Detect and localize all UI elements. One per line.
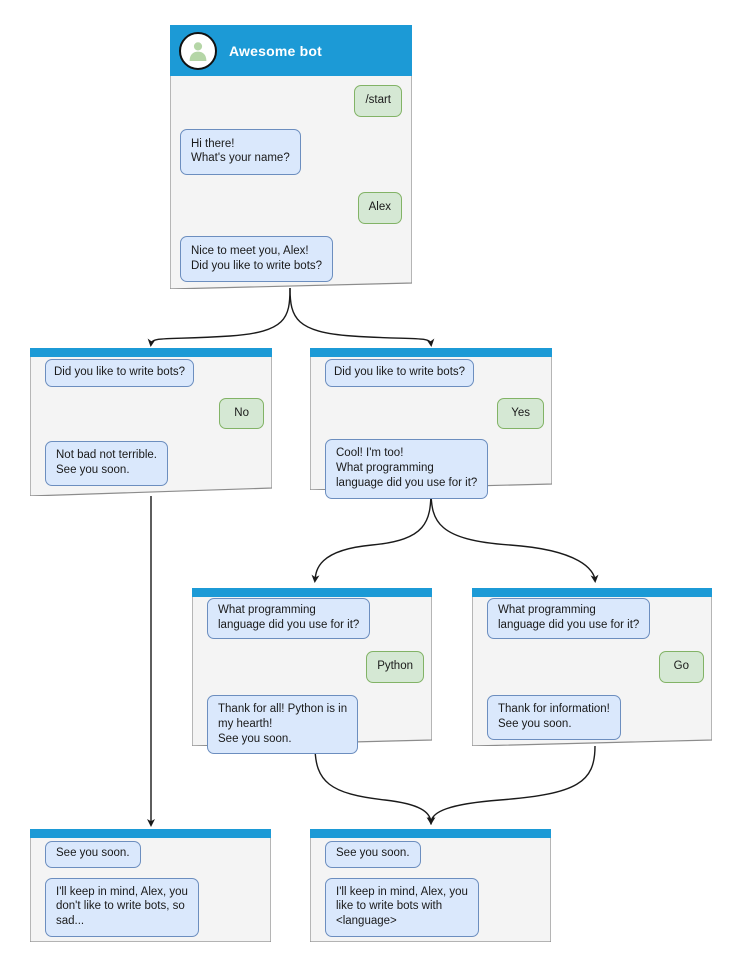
user-message-bubble: Python: [366, 651, 424, 684]
user-message-bubble: Alex: [357, 192, 402, 224]
node-end-sad[interactable]: See you soon. I'll keep in mind, Alex, y…: [30, 829, 271, 942]
no-branch-chat: Did you like to write bots? No Not bad n…: [30, 359, 272, 496]
node-end-sad-content: See you soon. I'll keep in mind, Alex, y…: [30, 829, 271, 942]
bot-title: Awesome bot: [229, 42, 322, 59]
message-row: Yes: [318, 397, 544, 430]
user-message-bubble: No: [219, 397, 264, 430]
message-row: Hi there! What's your name?: [180, 128, 402, 176]
message-row: Alex: [180, 192, 402, 224]
bot-message-bubble: What programming language did you use fo…: [207, 598, 371, 640]
node-header-strip: [472, 588, 712, 597]
bot-message-bubble: Did you like to write bots?: [325, 359, 475, 387]
edge-root-to-yes: [289, 287, 435, 347]
bot-message-bubble: See you soon.: [325, 841, 421, 868]
bot-message-bubble: Not bad not terrible. See you soon.: [45, 441, 169, 486]
user-message-bubble: Go: [658, 651, 704, 684]
bot-message-bubble: I'll keep in mind, Alex, you don't like …: [45, 877, 199, 937]
bot-message-bubble: Cool! I'm too! What programming language…: [325, 439, 489, 499]
end-sad-chat: See you soon. I'll keep in mind, Alex, y…: [30, 841, 271, 947]
node-end-happy-content: See you soon. I'll keep in mind, Alex, y…: [310, 829, 551, 942]
bot-message-bubble: Did you like to write bots?: [45, 359, 195, 387]
message-row: Thank for information! See you soon.: [480, 695, 704, 740]
message-row: Go: [480, 651, 704, 684]
node-go-branch[interactable]: What programming language did you use fo…: [472, 588, 712, 746]
node-yes-branch[interactable]: Did you like to write bots? Yes Cool! I'…: [310, 348, 552, 499]
node-no-branch-content: Did you like to write bots? No Not bad n…: [30, 348, 272, 496]
person-avatar-icon: [179, 31, 217, 70]
message-row: Did you like to write bots?: [318, 359, 544, 387]
node-go-branch-content: What programming language did you use fo…: [472, 588, 712, 746]
node-header-strip: [310, 348, 552, 357]
message-row: I'll keep in mind, Alex, you don't like …: [38, 877, 263, 937]
node-end-happy[interactable]: See you soon. I'll keep in mind, Alex, y…: [310, 829, 551, 942]
message-row: I'll keep in mind, Alex, you like to wri…: [318, 877, 543, 937]
message-row: Did you like to write bots?: [38, 359, 264, 387]
message-row: /start: [180, 85, 402, 117]
node-yes-branch-content: Did you like to write bots? Yes Cool! I'…: [310, 348, 552, 499]
bot-header-bar: Awesome bot: [170, 25, 412, 76]
bot-message-bubble: Thank for information! See you soon.: [487, 695, 621, 740]
message-row: Cool! I'm too! What programming language…: [318, 439, 544, 499]
message-row: No: [38, 397, 264, 430]
message-row: Not bad not terrible. See you soon.: [38, 441, 264, 486]
end-happy-chat: See you soon. I'll keep in mind, Alex, y…: [310, 841, 551, 947]
node-header-strip: [30, 829, 271, 838]
edge-go-to-end: [427, 745, 596, 825]
root-chat: /start Hi there! What's your name? Alex …: [170, 85, 412, 292]
message-row: See you soon.: [318, 841, 543, 868]
node-header-strip: [30, 348, 272, 357]
node-python-branch-content: What programming language did you use fo…: [192, 588, 432, 755]
bot-message-bubble: Hi there! What's your name?: [180, 128, 301, 176]
yes-branch-chat: Did you like to write bots? Yes Cool! I'…: [310, 359, 552, 509]
node-root-content: Awesome bot /start Hi there! What's your…: [170, 25, 412, 289]
python-branch-chat: What programming language did you use fo…: [192, 598, 432, 764]
message-row: Thank for all! Python is in my hearth! S…: [200, 695, 424, 755]
edge-root-to-no: [147, 287, 291, 347]
message-row: What programming language did you use fo…: [480, 598, 704, 640]
node-python-branch[interactable]: What programming language did you use fo…: [192, 588, 432, 755]
bot-message-bubble: What programming language did you use fo…: [487, 598, 651, 640]
node-root[interactable]: Awesome bot /start Hi there! What's your…: [170, 25, 412, 289]
user-message-bubble: Yes: [497, 397, 544, 430]
message-row: See you soon.: [38, 841, 263, 868]
node-header-strip: [192, 588, 432, 597]
message-row: Nice to meet you, Alex! Did you like to …: [180, 235, 402, 283]
bot-message-bubble: See you soon.: [45, 841, 141, 868]
user-message-bubble: /start: [354, 85, 402, 117]
bot-message-bubble: Thank for all! Python is in my hearth! S…: [207, 695, 359, 755]
go-branch-chat: What programming language did you use fo…: [472, 598, 712, 750]
node-no-branch[interactable]: Did you like to write bots? No Not bad n…: [30, 348, 272, 496]
bot-message-bubble: Nice to meet you, Alex! Did you like to …: [180, 235, 334, 283]
message-row: What programming language did you use fo…: [200, 598, 424, 640]
message-row: Python: [200, 651, 424, 684]
bot-message-bubble: I'll keep in mind, Alex, you like to wri…: [325, 877, 479, 937]
node-header-strip: [310, 829, 551, 838]
